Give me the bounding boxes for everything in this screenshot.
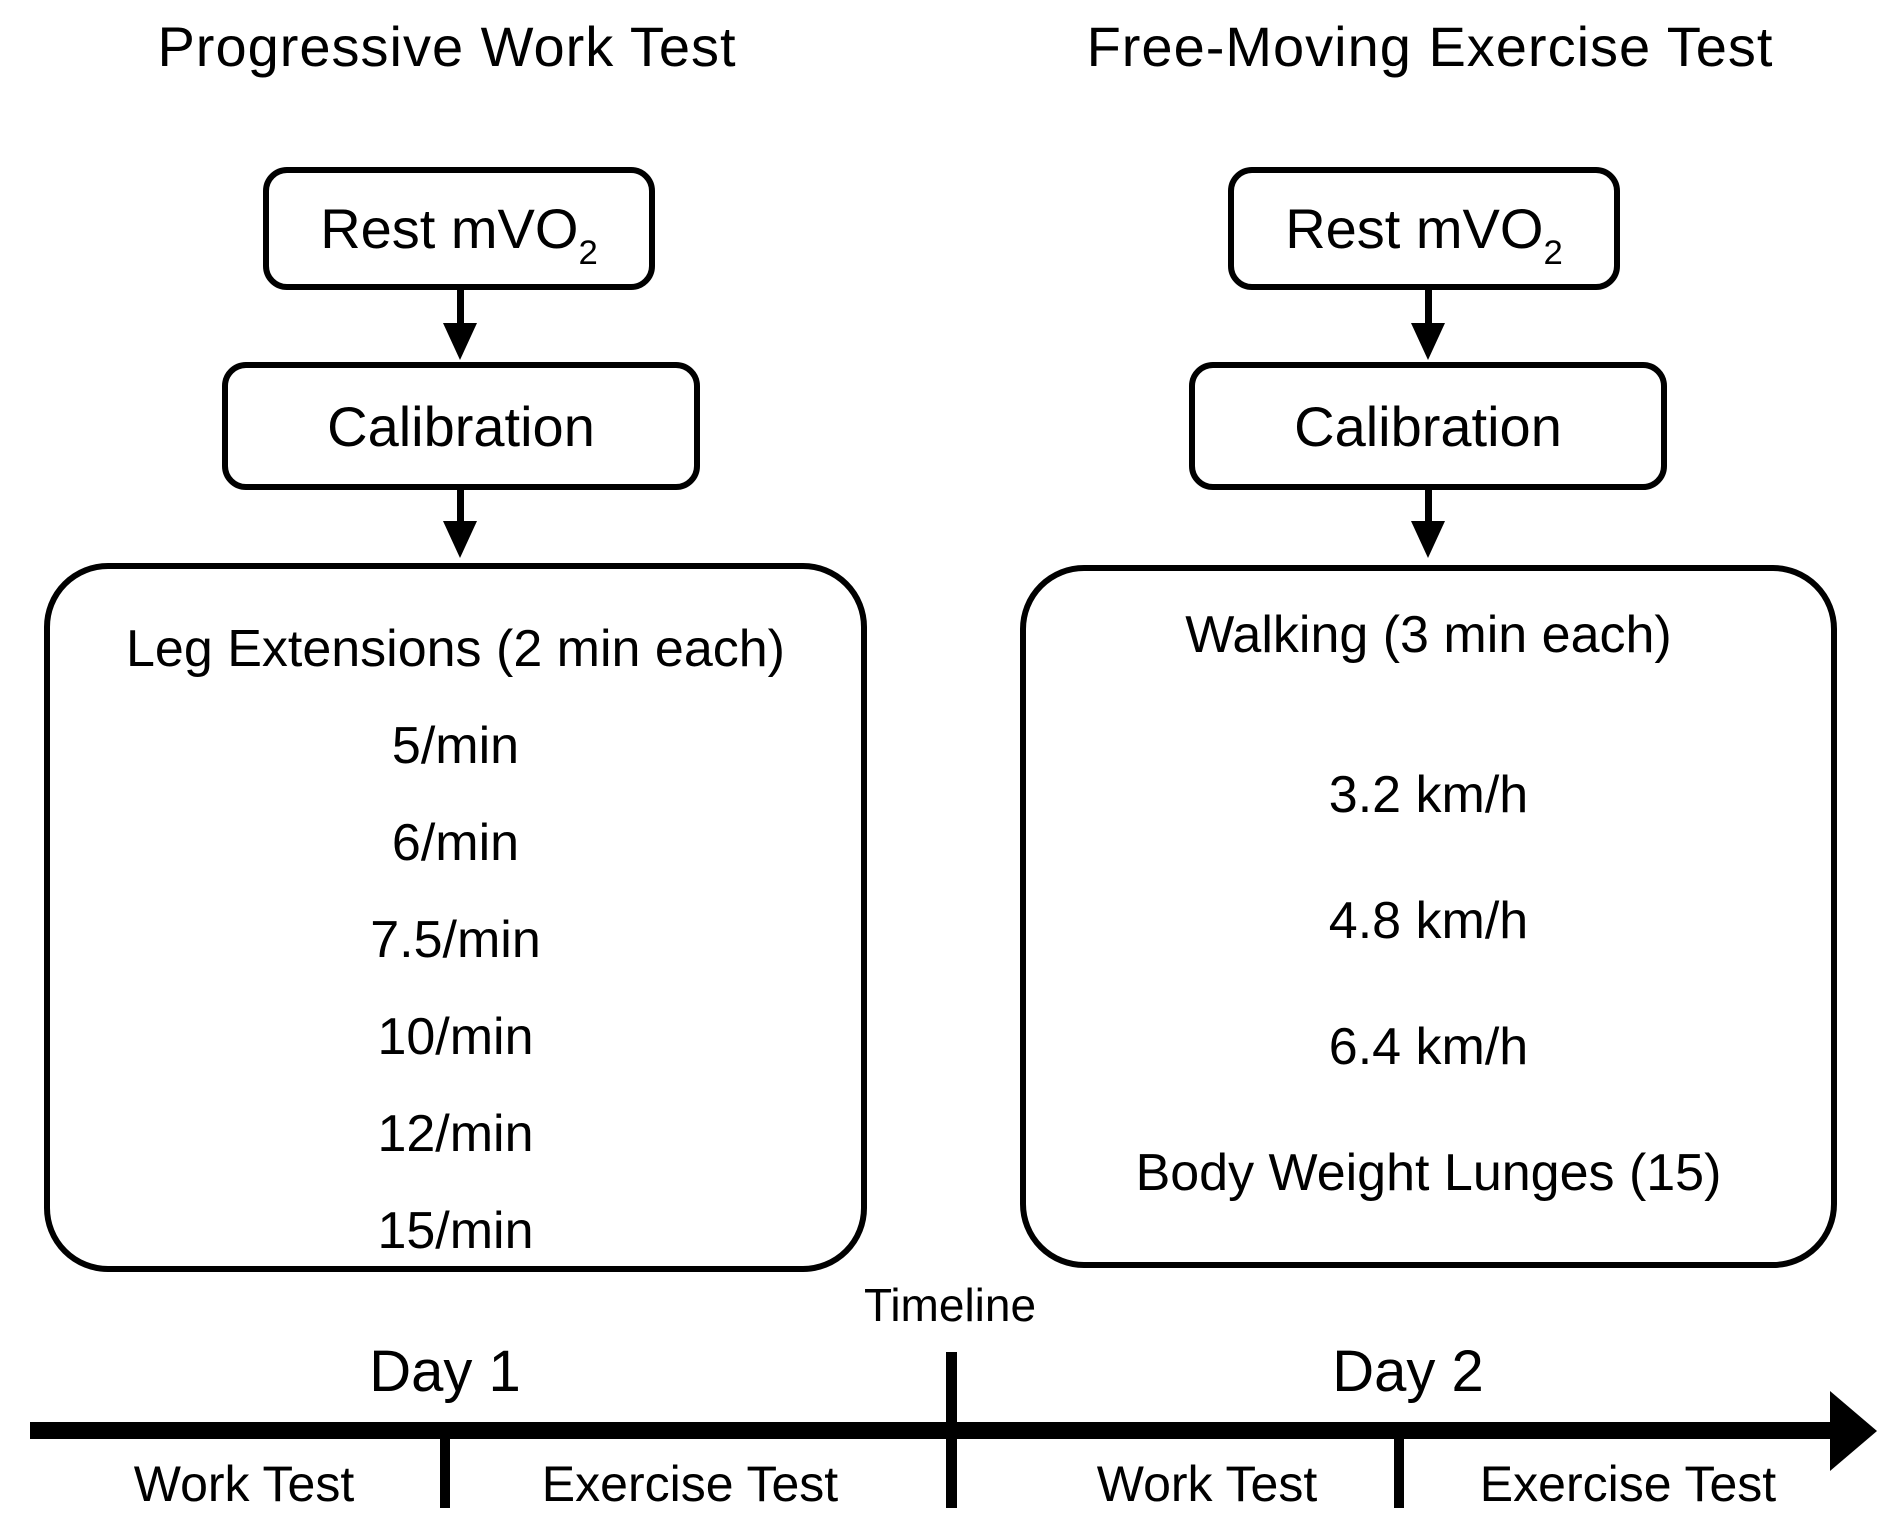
right-protocol-footer: Body Weight Lunges (15) (1135, 1144, 1722, 1202)
right-rest-mvo2-box: Rest mVO2 (1228, 167, 1620, 290)
left-protocol-item: 7.5/min (370, 911, 541, 969)
right-protocol-item: 4.8 km/h (1328, 892, 1529, 950)
day-2-label: Day 2 (1332, 1339, 1484, 1404)
left-column-title: Progressive Work Test (157, 15, 737, 78)
left-protocol-box: Leg Extensions (2 min each) 5/min 6/min … (44, 563, 867, 1272)
right-calibration-label: Calibration (1294, 394, 1562, 458)
right-down-arrow-1-icon (1411, 323, 1445, 360)
left-protocol-item: 10/min (377, 1008, 534, 1066)
day1-exercise-test-label: Exercise Test (541, 1456, 839, 1512)
right-column-title: Free-Moving Exercise Test (1086, 15, 1774, 78)
timeline-tick-day1 (440, 1424, 450, 1508)
right-protocol-item: 3.2 km/h (1328, 766, 1529, 824)
left-protocol-item: 5/min (391, 717, 520, 775)
left-connector-1-line (457, 284, 464, 330)
right-protocol-box: Walking (3 min each) 3.2 km/h 4.8 km/h 6… (1020, 565, 1837, 1268)
left-protocol-header: Leg Extensions (2 min each) (125, 620, 785, 678)
right-protocol-item: 6.4 km/h (1328, 1018, 1529, 1076)
right-arrow-icon (1830, 1391, 1877, 1471)
left-rest-mvo2-label: Rest mVO2 (320, 197, 598, 273)
day2-work-test-label: Work Test (1096, 1456, 1318, 1512)
left-down-arrow-2-icon (443, 521, 477, 558)
timeline-title: Timeline (863, 1279, 1037, 1331)
right-calibration-box: Calibration (1189, 362, 1667, 490)
left-calibration-box: Calibration (222, 362, 700, 490)
right-protocol-header: Walking (3 min each) (1185, 606, 1672, 664)
left-protocol-item: 6/min (391, 814, 520, 872)
day1-work-test-label: Work Test (133, 1456, 355, 1512)
right-down-arrow-2-icon (1411, 521, 1445, 558)
left-calibration-label: Calibration (327, 394, 595, 458)
timeline-tick-day2 (1394, 1424, 1404, 1508)
day-1-label: Day 1 (369, 1339, 521, 1404)
left-down-arrow-1-icon (443, 323, 477, 360)
right-connector-1-line (1425, 284, 1432, 330)
left-protocol-item: 12/min (377, 1105, 534, 1163)
right-rest-mvo2-label: Rest mVO2 (1285, 197, 1563, 273)
right-connector-2-line (1425, 484, 1432, 526)
subscript-2: 2 (1543, 234, 1563, 273)
left-rest-mvo2-box: Rest mVO2 (263, 167, 655, 290)
subscript-2: 2 (578, 234, 598, 273)
day2-exercise-test-label: Exercise Test (1479, 1456, 1777, 1512)
left-protocol-item: 15/min (377, 1202, 534, 1260)
timeline-tick-center (946, 1352, 957, 1508)
timeline-axis (30, 1422, 1835, 1439)
left-connector-2-line (457, 484, 464, 526)
